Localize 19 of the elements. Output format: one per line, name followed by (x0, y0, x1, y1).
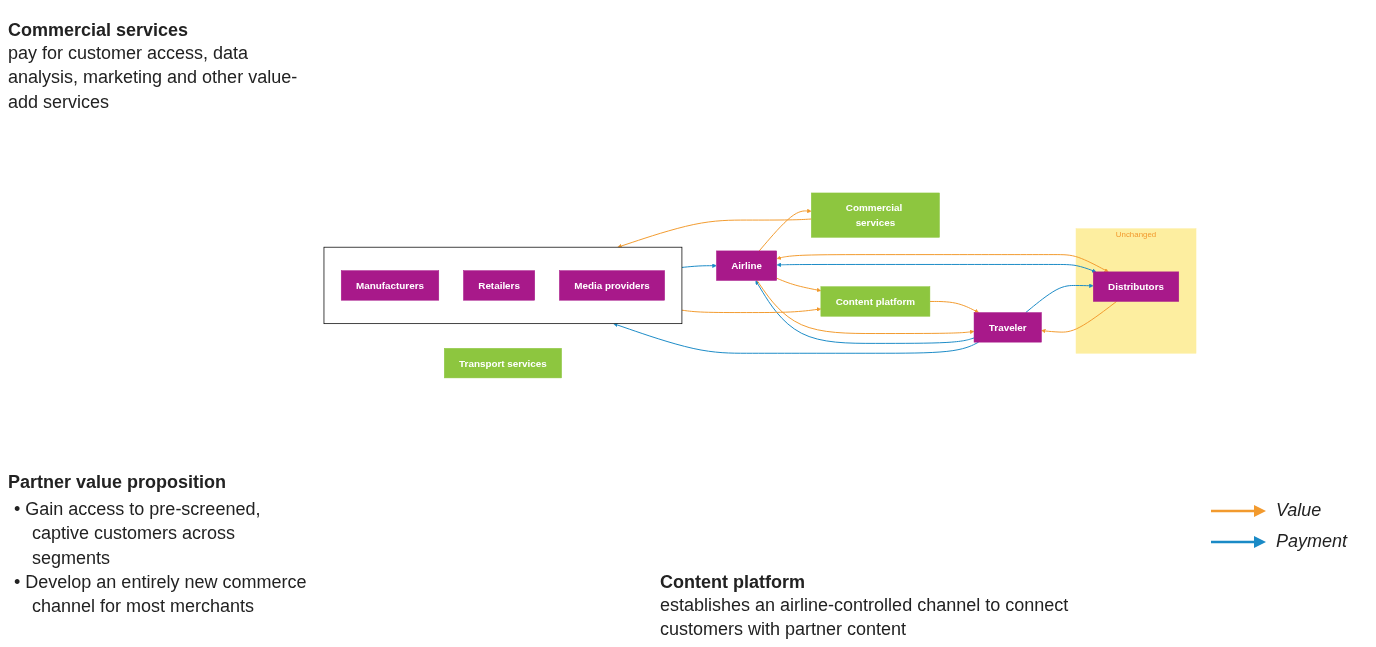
legend-label: Payment (1276, 531, 1348, 552)
node-box: Manufacturers (341, 269, 440, 301)
note-heading: Partner value proposition (8, 472, 228, 493)
cluster (323, 246, 683, 324)
note-text: pay for customer access, data analysis, marketing and other value-add services (8, 42, 299, 114)
node-box: Commercial services (811, 192, 940, 238)
bullet-item: • Gain access to pre-screened, captive customers across segments (14, 498, 262, 570)
note-text: establishes an airline-controlled channel to connect customers with partner content (660, 594, 1070, 642)
node-box: Airline (716, 250, 777, 281)
node-box: Content platform (820, 286, 931, 317)
note-heading: Commercial services (8, 20, 190, 41)
note-heading: Content platform (660, 572, 806, 593)
node-box: Media providers (559, 269, 665, 301)
bullet-item: • Develop an entirely new commerce channel for most merchants (14, 570, 308, 619)
node-box: Distributors (1093, 271, 1179, 302)
node-box: Traveler (973, 311, 1042, 342)
node-box: Retailers (463, 269, 535, 301)
node-box: Transport services (444, 347, 562, 378)
legend-label: Value (1276, 500, 1322, 521)
